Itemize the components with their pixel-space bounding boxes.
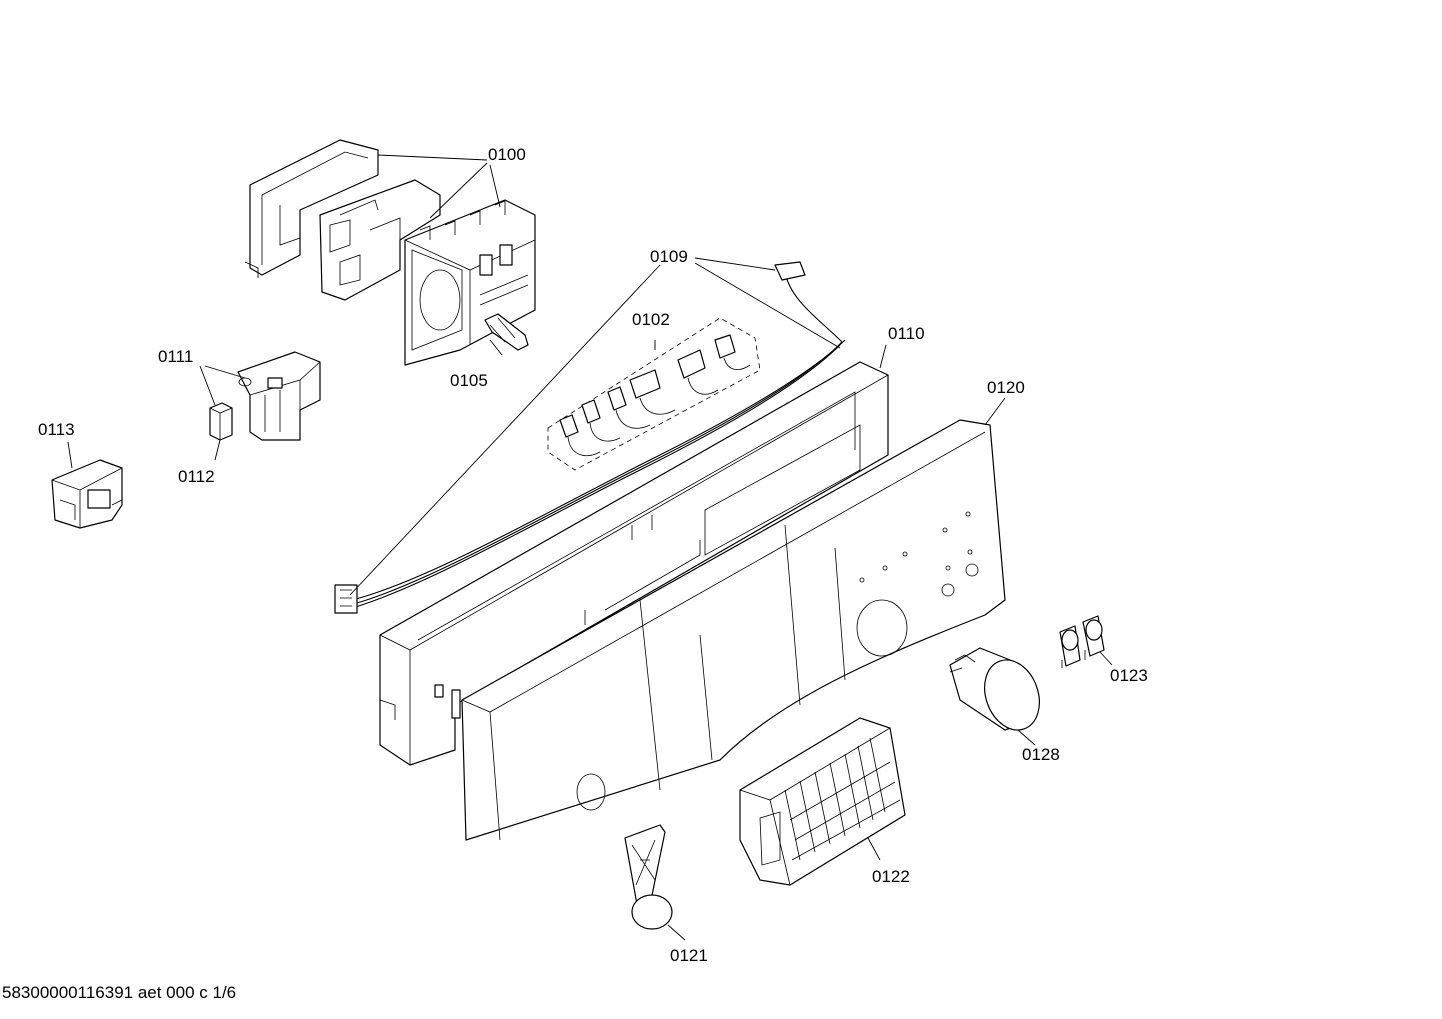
label-0105: 0105	[450, 371, 488, 390]
part-0128-rotary-knob	[949, 647, 1040, 746]
part-0123-buttons	[1059, 615, 1113, 668]
label-0128: 0128	[1022, 745, 1060, 764]
part-0113-relay	[51, 441, 123, 529]
label-0121: 0121	[670, 946, 708, 965]
label-0122: 0122	[872, 867, 910, 886]
document-code: 58300000116391 aet 000 c 1/6	[2, 983, 236, 1002]
label-0120: 0120	[987, 378, 1025, 397]
part-0100-control-module	[244, 139, 536, 366]
part-0121-push-rod	[624, 824, 686, 941]
part-0120-front-fascia	[461, 397, 1006, 841]
label-0123: 0123	[1110, 666, 1148, 685]
part-0102-connectors	[547, 317, 761, 471]
label-0113: 0113	[38, 420, 75, 439]
label-0112: 0112	[178, 467, 215, 486]
label-0109: 0109	[650, 247, 688, 266]
label-0100: 0100	[488, 145, 526, 164]
part-0111-switch	[237, 351, 321, 441]
label-0110: 0110	[888, 324, 925, 343]
part-0122-grille	[739, 717, 906, 886]
part-0109-wiring-harness	[334, 257, 846, 614]
part-0110-panel-frame	[379, 344, 889, 766]
part-0112-capacitor	[199, 365, 246, 461]
label-0111: 0111	[158, 347, 193, 366]
label-0102: 0102	[632, 310, 670, 329]
